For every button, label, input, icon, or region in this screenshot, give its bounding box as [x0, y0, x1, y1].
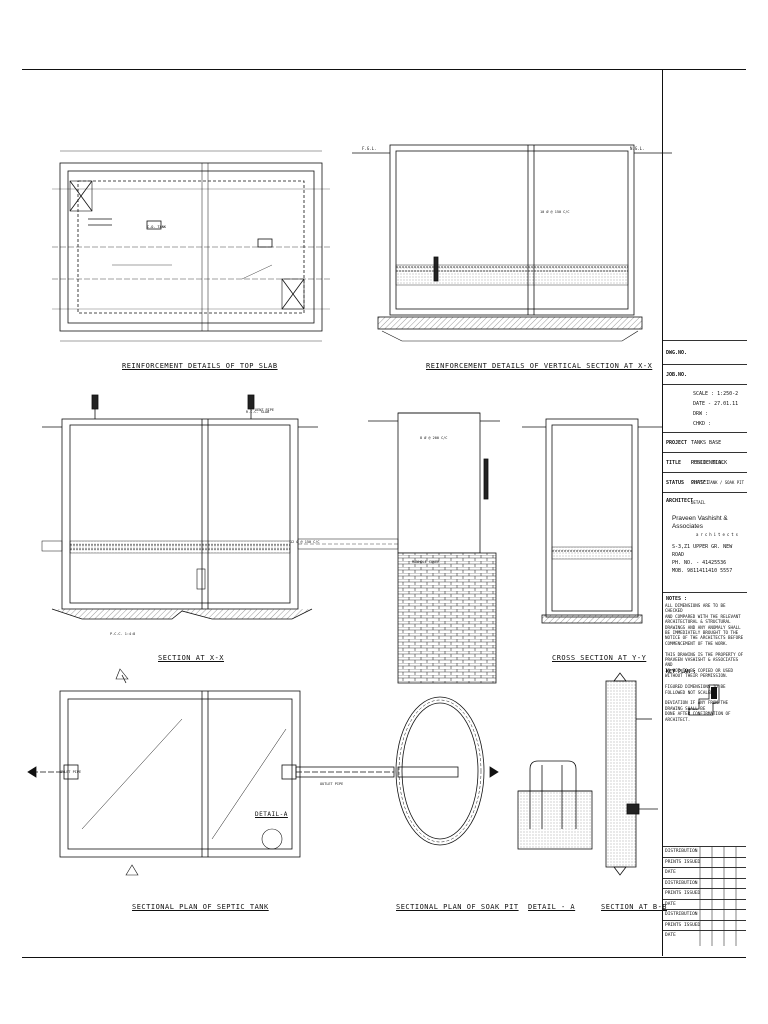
detail-a-callout: DETAIL-A — [255, 811, 288, 818]
detail-a — [517, 760, 593, 850]
notes-row: NOTES : — [663, 592, 747, 792]
title-label: TITLE — [666, 460, 682, 466]
note-line: COMMENCEMENT OF THE WORK. — [665, 640, 729, 646]
status-row: STATUS SEPTIC TANK / SOAK PIT DETAIL — [663, 472, 747, 505]
note-line: NOTICE OF THE ARCHITECTS BEFORE — [665, 635, 744, 641]
inlet-label: INLET PIPE — [60, 770, 82, 774]
caption-cross-section: CROSS SECTION AT Y-Y — [552, 654, 647, 662]
distribution-row: DISTRIBUTION — [663, 909, 746, 919]
phone: PH. NO. - 41425536 — [672, 560, 727, 566]
chkd: CHKD : — [693, 421, 712, 427]
distribution-grid — [699, 846, 737, 946]
title-value: PUBLIC BLOCK PHASE1 — [691, 460, 728, 486]
caption-section-bb: SECTION AT B-B — [601, 903, 668, 911]
scale-row: SCALE : 1:250-2 DATE - 27.01.11 DRW : CH… — [663, 384, 747, 432]
distribution-row: DATE — [663, 867, 746, 877]
slab-label: C.O. TANK — [147, 225, 167, 229]
status-value: SEPTIC TANK / SOAK PIT DETAIL — [691, 480, 744, 505]
distribution-row: DISTRIBUTION — [663, 846, 746, 856]
job-no-label: JOB.NO. — [666, 372, 688, 378]
status-label: STATUS — [666, 480, 685, 486]
architect-row: ARCHITECT Praveen Vashisht & Associates … — [663, 492, 747, 592]
note-line: FIGURED DIMENSIONS TO BE FOLLOWED NOT SC… — [665, 684, 726, 695]
note-line: BE IMMEDIATELY BROUGHT TO THE — [665, 630, 739, 636]
mobile: MOB. 9811411410 5557 — [672, 568, 733, 574]
caption-vertical-section: REINFORCEMENT DETAILS OF VERTICAL SECTIO… — [426, 362, 653, 370]
dwg-no-row: DWG.NO. — [663, 340, 747, 364]
note-line: IS NOT TO BE COPIED OR USED — [665, 667, 734, 673]
vent-label: VENT PIPE — [255, 408, 274, 412]
bar-label-3: 8 Ø @ 200 C/C — [420, 436, 448, 440]
cover-label: MANHOLE COVER — [412, 560, 440, 564]
section-xx — [41, 394, 399, 620]
bar-label-2: 12 Ø @ 150 C/C — [290, 540, 320, 544]
note-line: THIS DRAWING IS THE PROPERTY OF — [665, 651, 744, 657]
distribution-row: PRINTS ISSUED — [663, 919, 746, 930]
project-value: TANKS BASE RESIDENTIAL — [691, 440, 725, 466]
caption-section-xx: SECTION AT X-X — [158, 654, 225, 662]
distribution-row: PRINTS ISSUED — [663, 856, 746, 867]
note-line: ARCHITECTURAL & STRUCTURAL — [665, 619, 731, 625]
distribution-row: DATE — [663, 930, 746, 940]
project-row: PROJECT TANKS BASE RESIDENTIAL — [663, 432, 747, 466]
fgl-label: F.G.L. — [362, 146, 377, 151]
job-no-row: JOB.NO. — [663, 364, 747, 384]
caption-top-slab: REINFORCEMENT DETAILS OF TOP SLAB — [122, 362, 278, 370]
distribution-row: PRINTS ISSUED — [663, 888, 746, 898]
ngl-label: N.G.L. — [630, 146, 645, 151]
date: DATE - 27.01.11 — [693, 401, 739, 407]
soak-pit-plan — [395, 696, 485, 846]
caption-sectional-plan-tank: SECTIONAL PLAN OF SEPTIC TANK — [132, 903, 269, 911]
distribution-row: DISTRIBUTION — [663, 877, 746, 888]
cross-section-yy — [522, 418, 662, 624]
dwg-no-label: DWG.NO. — [666, 350, 688, 356]
pcc-label: P.C.C. 1:4:8 — [110, 632, 136, 636]
caption-detail-a: DETAIL - A — [528, 903, 576, 911]
note-line: DONE AFTER CONFIRMATION OF ARCHITECT. — [665, 711, 731, 722]
sheet-frame — [22, 69, 746, 958]
soak-pit-elevation — [368, 412, 500, 684]
bar-label-1: 10 Ø @ 150 C/C — [540, 210, 570, 214]
rcc-label: R.C.C. SLAB — [246, 410, 270, 414]
note-line: PRAVEEN VASHISHT & ASSOCIATES AND — [665, 657, 739, 668]
scale: SCALE : 1:250-2 — [693, 391, 739, 397]
key-plan-row: KEY PLAN : — [663, 667, 747, 837]
top-slab-plan — [52, 150, 330, 342]
note-line: ALL DIMENSIONS ARE TO BE CHECKED — [665, 603, 726, 614]
key-plan-sketch — [688, 684, 720, 716]
note-line: DRAWINGS AND ANY ANOMALY SHALL — [665, 624, 741, 630]
note-line: WITHOUT THEIR PERMISSION. — [665, 673, 729, 679]
vertical-section-xx — [352, 144, 672, 342]
project-label: PROJECT — [666, 440, 688, 446]
sectional-plan-septic-tank — [27, 668, 499, 876]
firm-sub: architects — [696, 532, 741, 537]
note-line: DEVIATION IF ANY FROM THE DRAWING SHALL … — [665, 700, 729, 711]
architect-label: ARCHITECT — [666, 498, 694, 504]
caption-sectional-plan-pit: SECTIONAL PLAN OF SOAK PIT — [396, 903, 519, 911]
section-bb — [605, 672, 658, 876]
title-row: TITLE PUBLIC BLOCK PHASE1 — [663, 452, 747, 486]
firm-name: Praveen Vashisht & Associates — [672, 515, 728, 530]
key-plan-label: KEY PLAN : — [666, 669, 697, 675]
drawn: DRW : — [693, 411, 709, 417]
drawing-canvas: C.O. TANK — [27, 144, 672, 876]
outlet-label: OUTLET PIPE — [320, 782, 344, 786]
title-block: DWG.NO. JOB.NO. SCALE : 1:250-2 DATE - 2… — [662, 69, 747, 956]
distribution-row: DATE — [663, 898, 746, 909]
address: S-3,Z1 UPPER GR. NEW ROAD — [672, 544, 733, 558]
notes-label: NOTES : — [666, 596, 688, 602]
note-line: AND COMPARED WITH THE RELEVANT — [665, 613, 741, 619]
